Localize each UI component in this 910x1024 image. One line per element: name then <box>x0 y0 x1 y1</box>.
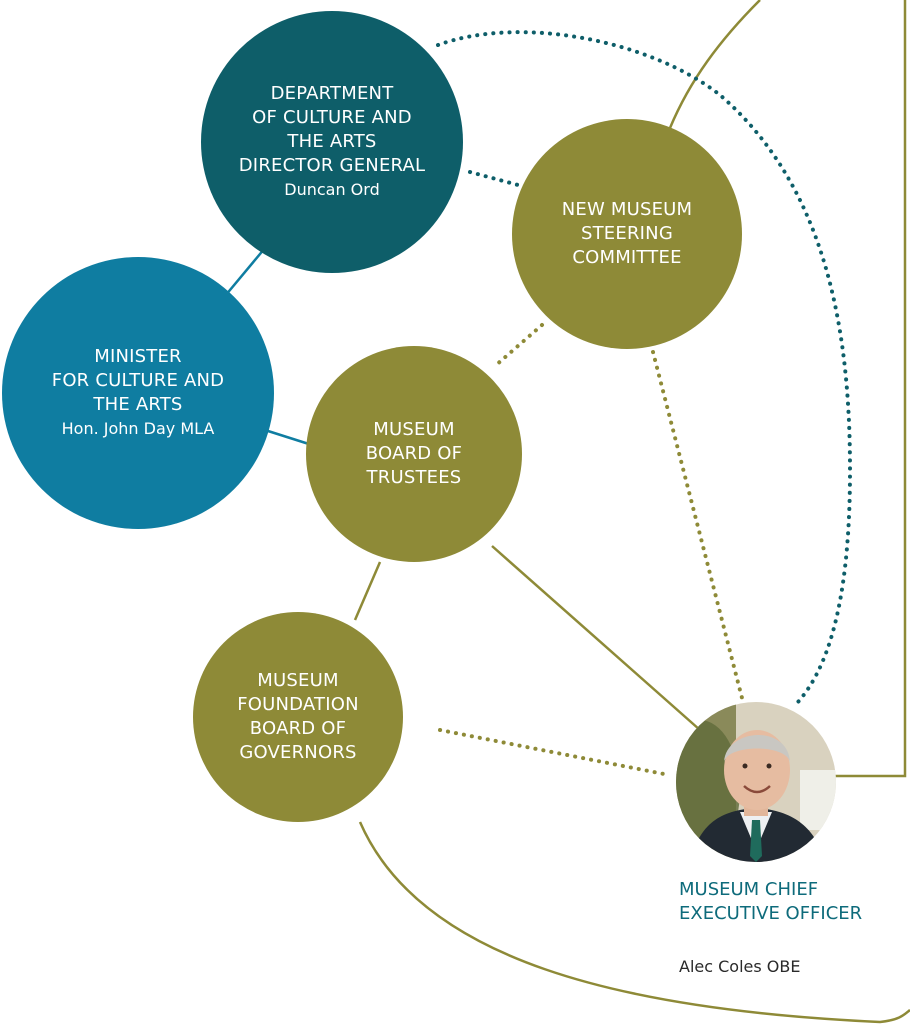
connector-minister-trustees <box>267 429 313 447</box>
node-minister <box>2 257 274 529</box>
node-department <box>201 11 463 273</box>
connector-steering-ceo <box>651 350 744 700</box>
ceo-title: MUSEUM CHIEF EXECUTIVE OFFICER <box>679 879 863 924</box>
node-foundation <box>193 612 403 822</box>
node-steering <box>512 119 742 349</box>
connector-department-steering <box>468 170 520 187</box>
ceo-name: Alec Coles OBE <box>679 957 801 976</box>
ceo-photo <box>676 702 836 862</box>
connector-foundation-bottom <box>358 821 910 1024</box>
connector-steering-trustees <box>493 323 544 368</box>
connector-trustees-foundation <box>353 561 382 621</box>
connector-foundation-ceo <box>438 728 666 776</box>
connector-trustees-ceo <box>491 545 701 731</box>
connector-top-right-loop <box>668 0 907 778</box>
connector-department-ceo-dotted <box>436 30 853 704</box>
node-trustees <box>306 346 522 562</box>
